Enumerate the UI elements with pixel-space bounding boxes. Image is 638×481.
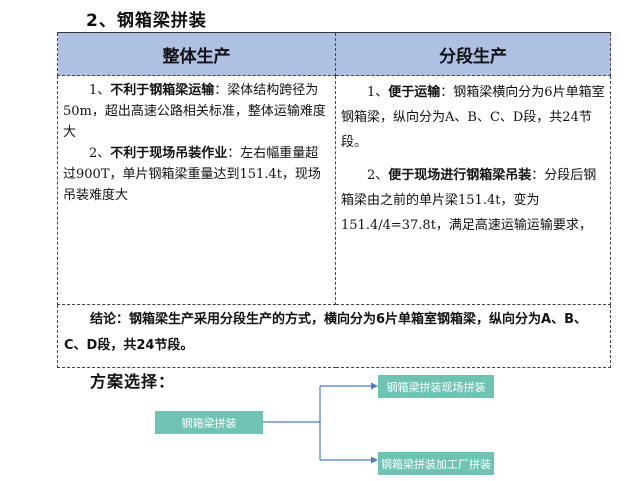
whole-point-1: 1、不利于钢箱梁运输：梁体结构跨径为50m，超出高速公路相关标准，整体运输难度大: [63, 83, 326, 140]
flow-node-factory-assembly: 钢箱梁拼装加工厂拼装: [378, 452, 494, 475]
header-segmented-production: 分段生产: [335, 32, 611, 76]
conclusion-cell: 结论：钢箱梁生产采用分段生产的方式，横向分为6片单箱室钢箱梁，纵向分为A、B、C…: [57, 304, 611, 368]
section-title: 2、钢箱梁拼装: [86, 11, 207, 31]
flow-node-root: 钢箱梁拼装: [155, 411, 263, 434]
arrow-a: [371, 382, 378, 390]
arrow-b: [371, 456, 378, 464]
comparison-table: 整体生产 分段生产 1、不利于钢箱梁运输：梁体结构跨径为50m，超出高速公路相关…: [57, 32, 611, 368]
segmented-point-2: 2、便于现场进行钢箱梁吊装：分段后钢箱梁由之前的单片梁151.4t，变为151.…: [341, 168, 597, 233]
segmented-production-cell: 1、便于运输：钢箱梁横向分为6片单箱室钢箱梁，纵向分为A、B、C、D段，共24节…: [335, 75, 611, 305]
whole-production-cell: 1、不利于钢箱梁运输：梁体结构跨径为50m，超出高速公路相关标准，整体运输难度大…: [57, 75, 336, 305]
flow-node-onsite-assembly: 钢箱梁拼装现场拼装: [378, 375, 494, 398]
scheme-title: 方案选择：: [90, 372, 176, 391]
whole-point-2: 2、不利于现场吊装作业：左右幅重量超过900T，单片钢箱梁重量达到151.4t，…: [63, 146, 321, 203]
segmented-point-1: 1、便于运输：钢箱梁横向分为6片单箱室钢箱梁，纵向分为A、B、C、D段，共24节…: [341, 85, 605, 150]
conclusion-text: 结论：钢箱梁生产采用分段生产的方式，横向分为6片单箱室钢箱梁，纵向分为A、B、C…: [64, 312, 588, 353]
header-whole-production: 整体生产: [57, 32, 336, 76]
